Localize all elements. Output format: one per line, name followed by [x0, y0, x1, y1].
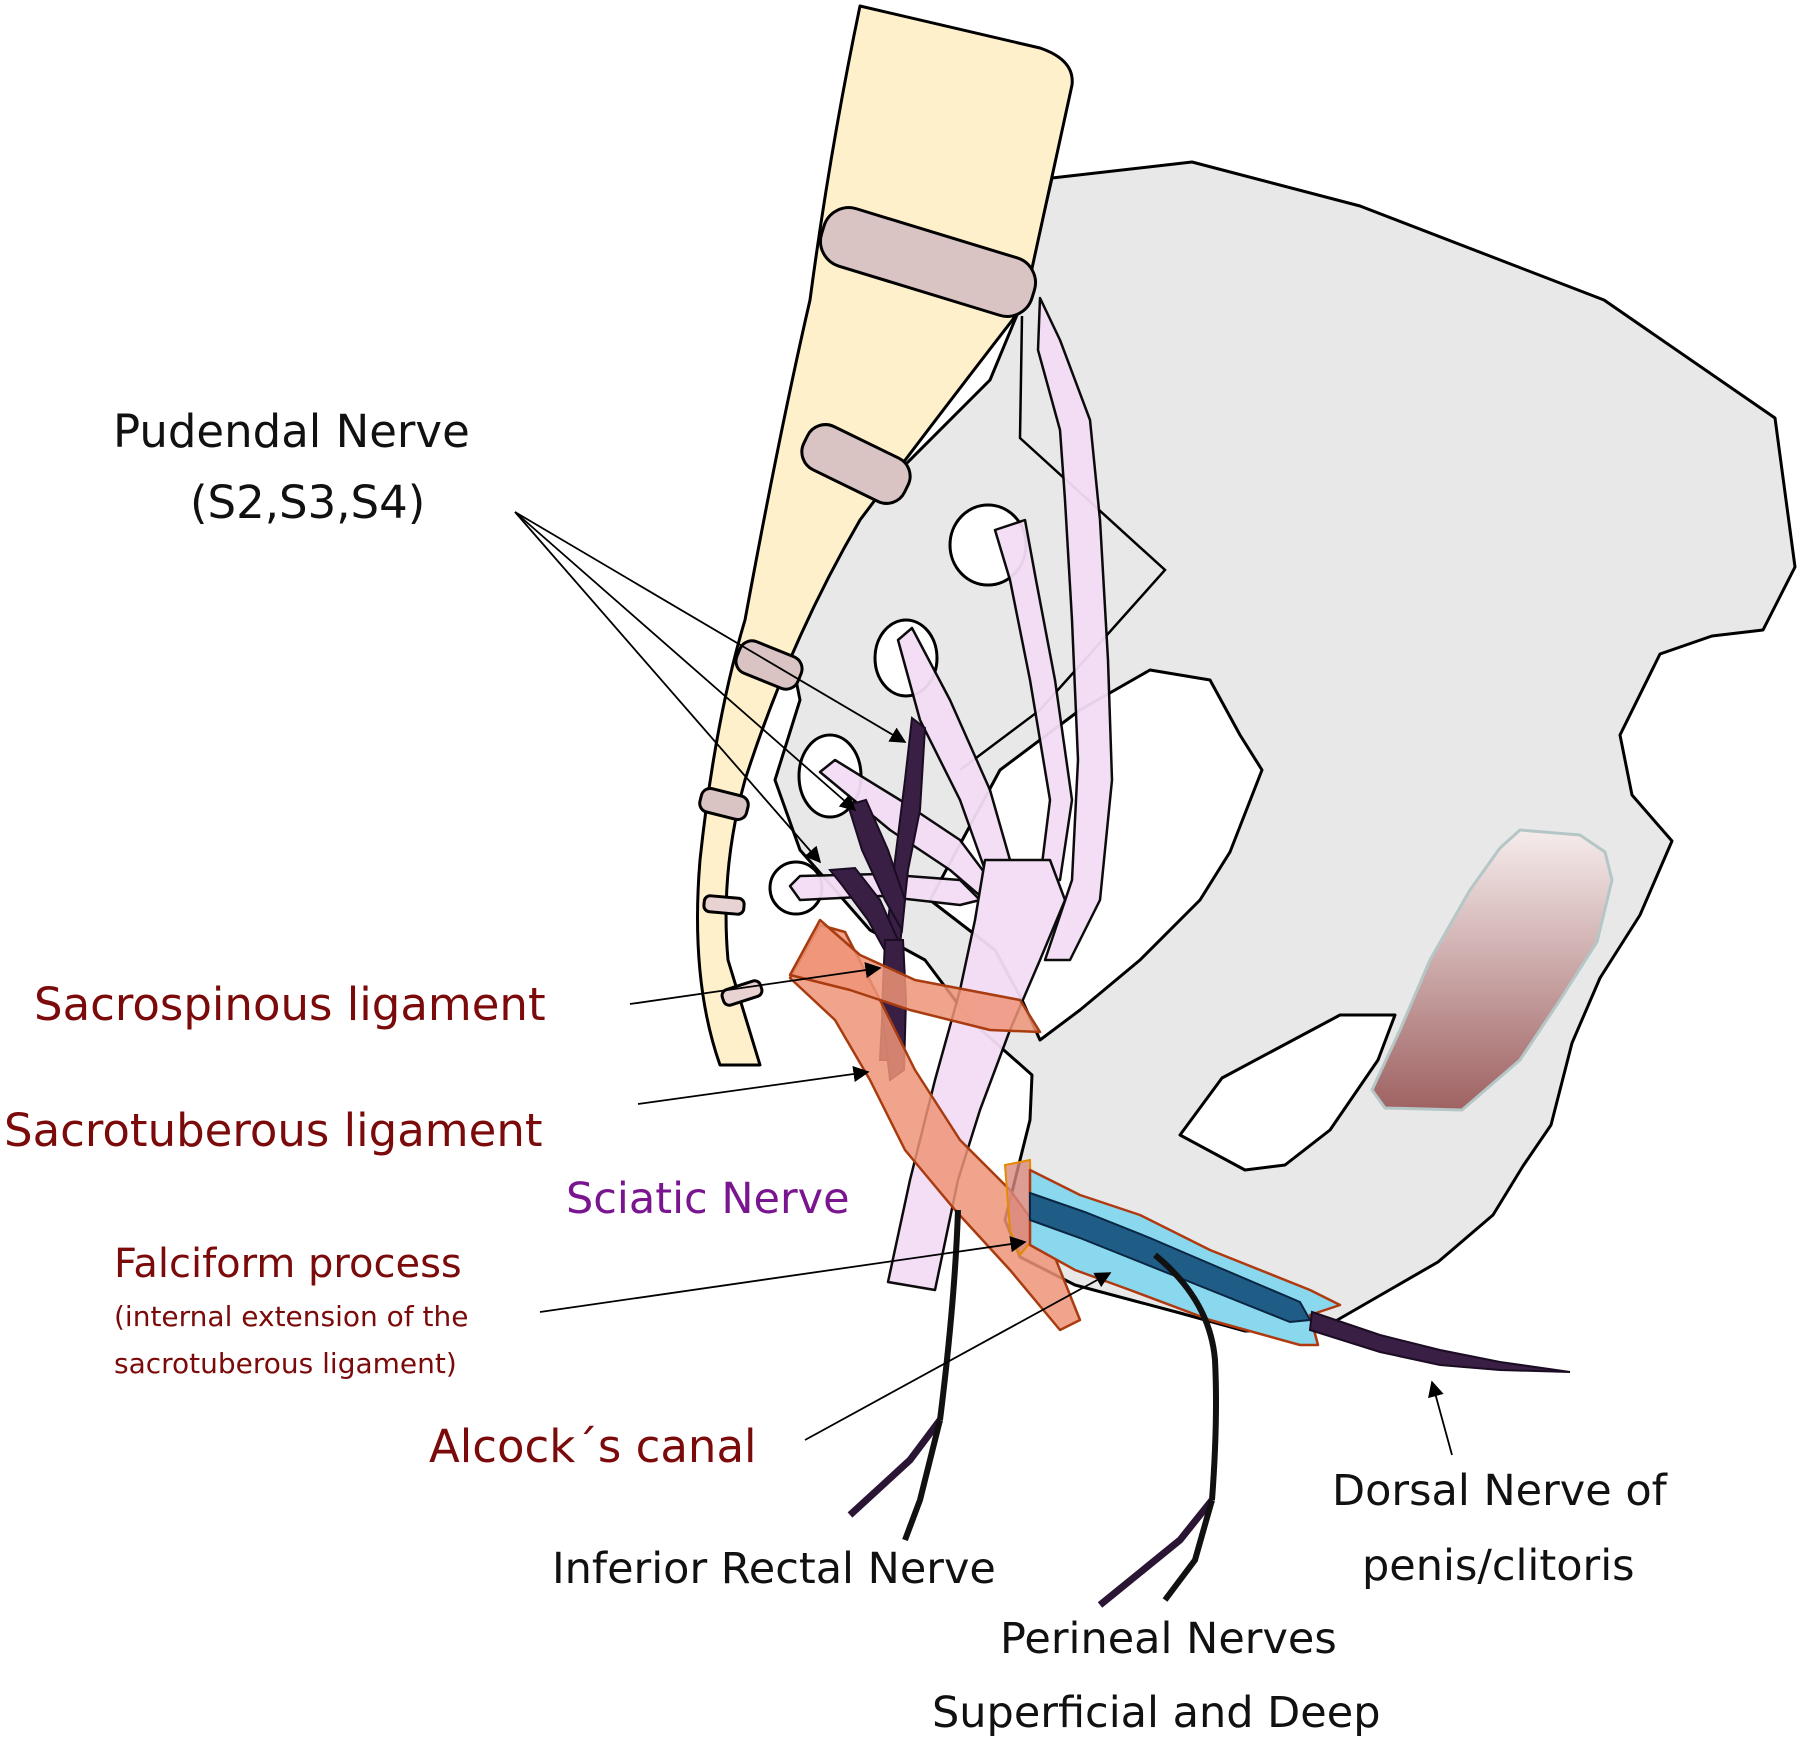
- label-falciform-line2: (internal extension of the: [114, 1300, 469, 1333]
- label-sciatic: Sciatic Nerve: [566, 1174, 850, 1224]
- label-pudendal-line2: (S2,S3,S4): [190, 476, 425, 529]
- perineal-branch: [1153, 1252, 1219, 1501]
- label-falciform-line1: Falciform process: [114, 1241, 462, 1287]
- sacrotuberous-arrow: [637, 1065, 870, 1105]
- disc-4: [698, 786, 750, 822]
- pudendal-root-s3: [846, 798, 907, 934]
- label-dorsal-line1: Dorsal Nerve of: [1332, 1466, 1668, 1516]
- terminal-branches: [847, 1209, 1571, 1608]
- label-inferior-rectal: Inferior Rectal Nerve: [552, 1544, 996, 1594]
- inferior-rectal-fork-b: [902, 1419, 943, 1542]
- disc-2: [800, 423, 912, 505]
- pudendal-arrow-3: [514, 511, 822, 864]
- dorsal-arrow: [1428, 1380, 1453, 1456]
- sacral-border: [959, 315, 1167, 771]
- label-perineal-line1: Perineal Nerves: [1000, 1614, 1337, 1664]
- l5-root: [1036, 296, 1114, 962]
- perineal-fork-a: [1097, 1497, 1215, 1608]
- sacrospinous-ligament: [788, 918, 1042, 1034]
- alcock-arrow: [804, 1272, 1112, 1441]
- ligaments: [788, 918, 1082, 1332]
- label-dorsal-line2: penis/clitoris: [1362, 1541, 1635, 1591]
- labels: Pudendal Nerve (S2,S3,S4) Sacrospinous l…: [4, 405, 1668, 1738]
- pudendal-arrow-1: [514, 511, 907, 743]
- sacrospinous-arrow: [629, 962, 882, 1005]
- s1-root: [993, 518, 1074, 882]
- pudendal-arrow-2: [514, 511, 857, 812]
- disc-5: [702, 894, 746, 916]
- label-sacrotuberous: Sacrotuberous ligament: [4, 1104, 542, 1157]
- falciform-arrow: [539, 1236, 1027, 1313]
- leader-lines: [514, 511, 1453, 1456]
- label-alcock: Alcock´s canal: [429, 1420, 757, 1473]
- inferior-rectal-branch: [937, 1209, 961, 1421]
- sacrotuberous-ligament: [788, 923, 1082, 1332]
- perineal-fork-b: [1162, 1499, 1215, 1602]
- label-perineal-line2: Superficial and Deep: [932, 1688, 1381, 1738]
- dorsal-nerve-branch: [1308, 1310, 1571, 1373]
- inferior-rectal-fork-a: [847, 1417, 943, 1518]
- label-sacrospinous: Sacrospinous ligament: [34, 978, 546, 1031]
- disc-1: [819, 206, 1037, 318]
- label-pudendal-line1: Pudendal Nerve: [113, 405, 470, 458]
- obturator-foramen: [1178, 1013, 1397, 1172]
- label-falciform-line3: sacrotuberous ligament): [114, 1347, 457, 1380]
- pudendal-in-canal: [1029, 1191, 1312, 1324]
- muscle-mass: [1370, 828, 1614, 1112]
